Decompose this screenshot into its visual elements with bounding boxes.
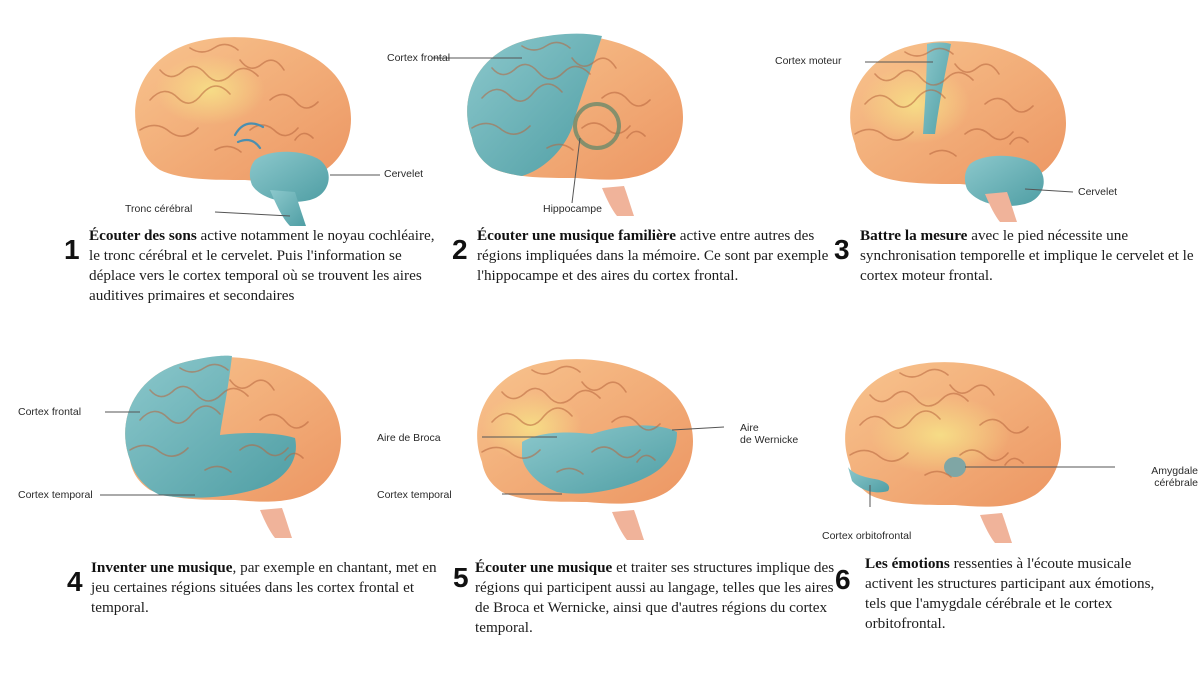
label-aire-de-broca: Aire de Broca	[377, 432, 441, 444]
caption-title-3: Battre la mesure	[860, 227, 968, 244]
panel-number-1: 1	[64, 234, 80, 265]
caption-text-2: active entre autres des régions impliqué…	[477, 227, 829, 284]
label-cortex-frontal-4: Cortex frontal	[18, 406, 82, 418]
label-cortex-temporal-5: Cortex temporal	[377, 489, 452, 501]
caption-text-1: active notamment le noyau cochléaire, le…	[89, 227, 435, 304]
caption-6: 6 Les émotions ressenties à l'écoute mus…	[835, 554, 1165, 634]
caption-text-3: avec le pied nécessite une synchronisati…	[860, 227, 1194, 284]
label-cortex-orbitofrontal: Cortex orbitofrontal	[822, 530, 912, 542]
label-cervelet-1: Cervelet	[384, 168, 424, 180]
caption-5: 5 Écouter une musique et traiter ses str…	[453, 558, 838, 638]
caption-title-4: Inventer une musique	[91, 559, 233, 576]
label-cortex-frontal-2: Cortex frontal	[387, 52, 451, 64]
caption-text-5: et traiter ses structures implique des r…	[475, 559, 835, 636]
caption-3: 3 Battre la mesure avec le pied nécessit…	[834, 226, 1194, 286]
label-aire-wernicke-1: Aire	[740, 422, 759, 434]
motor-cortex-highlight	[923, 42, 951, 134]
label-cortex-moteur: Cortex moteur	[775, 55, 842, 67]
brain-illustration-5	[462, 352, 725, 552]
hippocampus-marker	[573, 102, 621, 150]
cerebellum-highlight	[964, 155, 1044, 207]
label-cortex-temporal-4: Cortex temporal	[18, 489, 93, 501]
panel-number-3: 3	[834, 234, 850, 265]
label-cervelet-3: Cervelet	[1078, 186, 1118, 198]
brain-illustration-2	[432, 28, 702, 228]
caption-title-2: Écouter une musique familière	[477, 227, 676, 244]
caption-2: 2 Écouter une musique familière active e…	[452, 226, 835, 286]
brain-illustration-4	[100, 350, 360, 550]
caption-title-1: Écouter des sons	[89, 227, 197, 244]
label-hippocampe: Hippocampe	[543, 203, 602, 215]
caption-title-5: Écouter une musique	[475, 559, 613, 576]
language-areas-highlight	[522, 425, 677, 494]
panel-number-6: 6	[835, 564, 851, 595]
orbitofrontal-highlight	[848, 467, 890, 493]
brain-illustration-3	[835, 34, 1085, 234]
caption-text-6: ressenties à l'écoute musicale activent …	[865, 555, 1155, 632]
label-amygdale-2: cérébrale	[1154, 477, 1198, 489]
caption-1: 1 Écouter des sons active notamment le n…	[64, 226, 447, 306]
caption-4: 4 Inventer une musique, par exemple en c…	[67, 558, 447, 618]
brain-illustration-1	[120, 30, 380, 230]
label-tronc-cerebral: Tronc cérébral	[125, 203, 193, 215]
amygdala-highlight	[944, 457, 966, 477]
brainstem-highlight	[270, 190, 306, 226]
label-amygdale-1: Amygdale	[1151, 465, 1198, 477]
panel-number-4: 4	[67, 566, 83, 597]
label-aire-wernicke-2: de Wernicke	[740, 434, 799, 446]
caption-text-4: , par exemple en chantant, met en jeu ce…	[91, 559, 437, 616]
panel-number-5: 5	[453, 562, 469, 593]
frontal-temporal-highlight	[125, 355, 296, 498]
cerebellum-highlight	[249, 151, 329, 203]
caption-title-6: Les émotions	[865, 555, 950, 572]
brain-illustration-6	[830, 355, 1115, 555]
panel-number-2: 2	[452, 234, 468, 265]
